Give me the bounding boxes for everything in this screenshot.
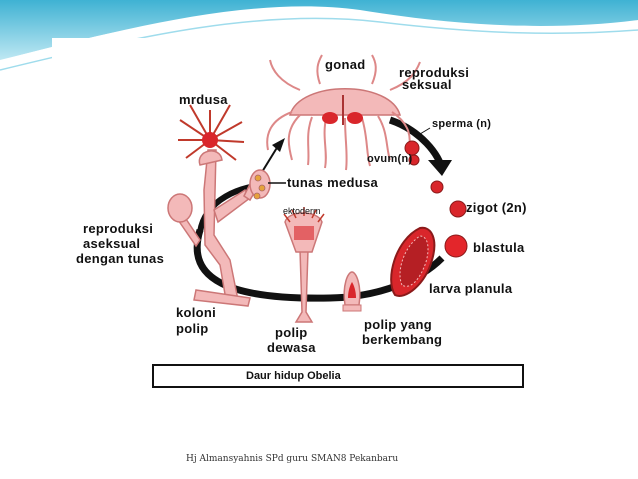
cycle-arrow-head	[428, 160, 452, 176]
label-blastula: blastula	[473, 240, 525, 255]
label-larva-planula: larva planula	[429, 281, 513, 296]
medusa-gonad-illustration	[266, 54, 421, 171]
caption-box: Daur hidup Obelia	[152, 364, 524, 388]
label-reproduksi-seksual-2: seksual	[402, 77, 452, 92]
footer-credit: Hj Almansyahnis SPd guru SMAN8 Pekanbaru	[186, 454, 399, 464]
label-ovum: ovum(n)	[367, 153, 413, 165]
ovum-cell	[408, 154, 420, 166]
label-reproduksi-aseksual-3: dengan tunas	[76, 251, 165, 266]
label-tunas-medusa: tunas medusa	[287, 175, 379, 190]
label-medusa: mrdusa	[179, 92, 228, 107]
label-reproduksi-aseksual-2: aseksual	[83, 236, 141, 251]
label-koloni-polip: polip	[176, 321, 209, 336]
mature-polyp-illustration	[283, 207, 325, 323]
caption-text: Daur hidup Obelia	[246, 370, 341, 382]
blastula-cell	[444, 234, 468, 258]
small-medusa-illustration	[178, 104, 245, 161]
label-ektoderm: ektoderm	[283, 206, 321, 216]
label-polip-berkembang-2: berkembang	[362, 332, 443, 347]
label-gonad: gonad	[325, 57, 366, 72]
egg-cell	[430, 180, 444, 194]
zygote-cell	[449, 200, 467, 218]
label-koloni: koloni	[176, 305, 217, 320]
label-zigot: zigot (2n)	[466, 200, 527, 215]
label-reproduksi-seksual-1: reproduksi	[399, 65, 470, 80]
developing-polyp-illustration	[342, 271, 362, 312]
label-reproduksi-aseksual-1: reproduksi	[83, 221, 154, 236]
arrow-to-medusa	[272, 138, 285, 152]
label-polip-berkembang-1: polip yang	[364, 317, 432, 332]
polyp-colony-illustration	[167, 149, 271, 307]
label-sperma: sperma (n)	[432, 118, 492, 130]
planula-larva-illustration	[390, 226, 436, 297]
label-polip-dewasa-1: polip	[275, 325, 308, 340]
label-polip-dewasa-2: dewasa	[267, 340, 316, 355]
